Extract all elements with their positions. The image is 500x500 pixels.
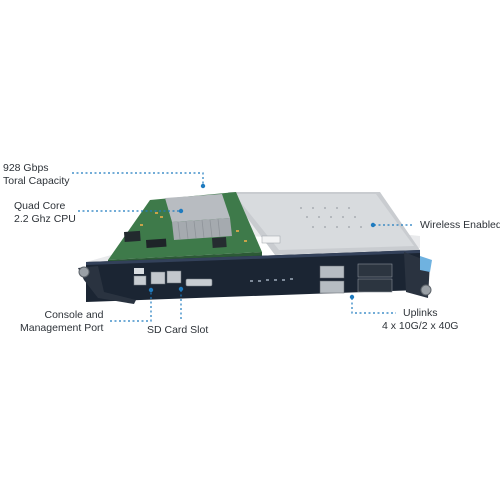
pcb-chip-3 [212,237,227,248]
cpu-line2: 2.2 Ghz CPU [14,213,76,225]
uplink-cage-1 [319,265,345,279]
heatsink-fins [177,218,221,240]
pcb-chip-1 [124,230,141,242]
left-ejector-lever [78,266,136,304]
left-thumbscrew [78,266,90,278]
right-thumbscrew [420,284,432,296]
wireless-label: Wireless Enabled [420,219,500,232]
pcb-chip-2 [146,238,167,248]
capacity-label: 928 Gbps Toral Capacity [3,162,70,188]
cover-perforations [300,207,362,228]
status-leds [250,278,293,282]
sdcard-label: SD Card Slot [147,324,208,337]
pcb-components [140,212,247,242]
cpu-line1: Quad Core [14,200,66,212]
wireless-line1: Wireless Enabled [420,219,500,231]
faceplate-top-edge [86,250,420,265]
console-label: Console and Management Port [20,309,103,335]
cpu-label: Quad Core 2.2 Ghz CPU [14,200,76,226]
uplinks-line2: 4 x 10G/2 x 40G [382,320,459,332]
uplink-cage-2 [319,280,345,294]
mgmt-port-2 [166,270,182,284]
sd-card-slot [185,278,213,287]
console-line2: Management Port [20,322,104,334]
mgmt-port-1 [150,271,166,285]
usb-port [134,268,144,274]
capacity-line1: 928 Gbps [3,162,49,174]
cpu-heatsink [165,194,230,222]
sdcard-line1: SD Card Slot [147,324,209,336]
capacity-line2: Toral Capacity [3,175,70,187]
uplink-cage-4 [357,278,393,293]
uplinks-label: Uplinks 4 x 10G/2 x 40G [382,307,458,333]
right-ejector-tab [420,256,432,272]
uplinks-line1: Uplinks [403,307,438,319]
console-port [133,275,147,286]
cover-sticker [261,235,281,244]
uplink-cage-3 [357,263,393,278]
console-line1: Console and [44,309,104,321]
cpu-heatsink-face [172,218,232,240]
